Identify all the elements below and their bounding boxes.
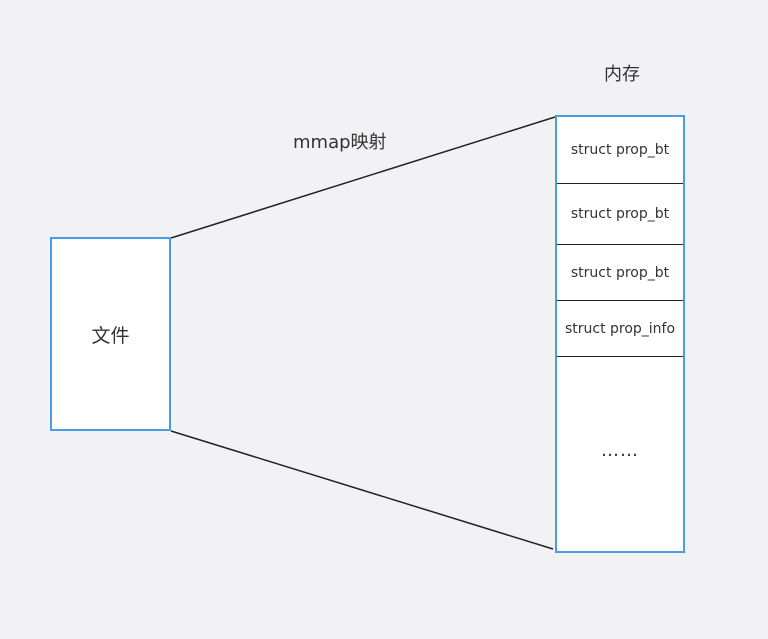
memory-cell-ellipsis: …… bbox=[601, 439, 639, 461]
memory-box: struct prop_bt struct prop_bt struct pro… bbox=[555, 115, 685, 553]
mapping-line-top bbox=[170, 116, 556, 239]
memory-cell-prop-bt-1: struct prop_bt bbox=[557, 117, 683, 184]
memory-cell-prop-bt-2: struct prop_bt bbox=[557, 184, 683, 245]
file-box: 文件 bbox=[50, 237, 171, 431]
memory-cell-prop-info: struct prop_info bbox=[557, 301, 683, 357]
file-label: 文件 bbox=[91, 324, 130, 347]
memory-label: 内存 bbox=[604, 64, 640, 85]
mapping-line-bottom bbox=[170, 430, 554, 550]
mmap-mapping-label: mmap映射 bbox=[293, 132, 387, 153]
memory-cell-prop-bt-3: struct prop_bt bbox=[557, 245, 683, 301]
